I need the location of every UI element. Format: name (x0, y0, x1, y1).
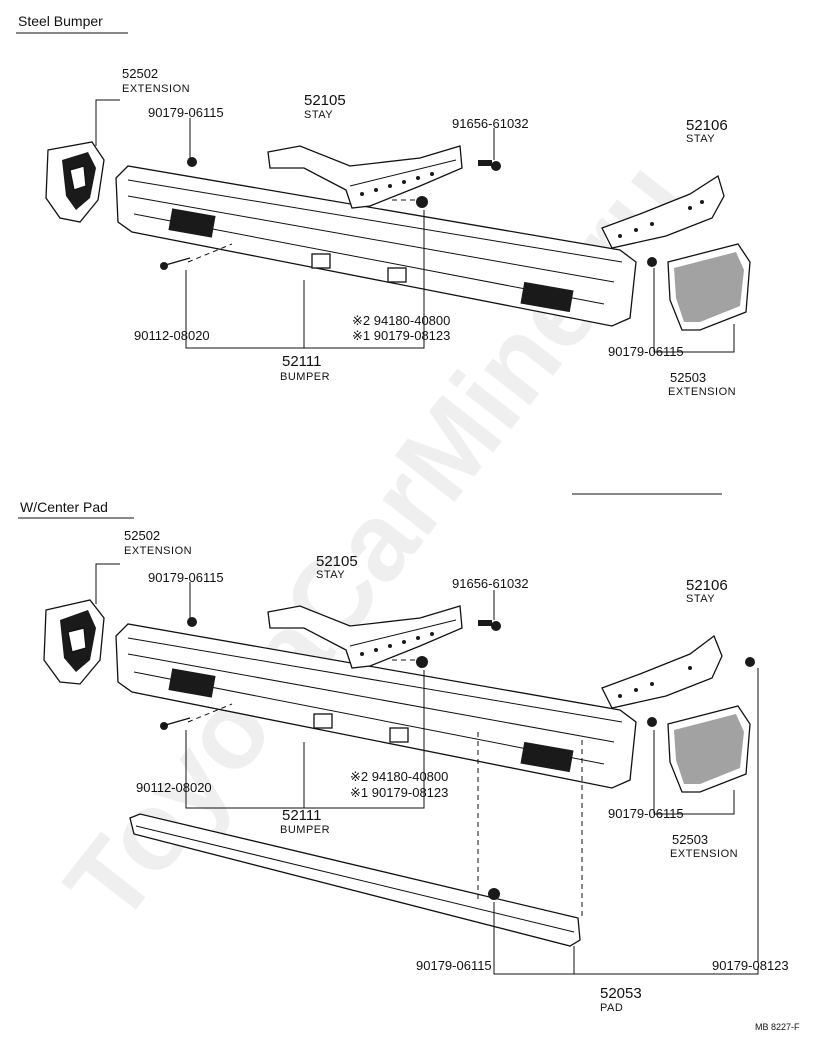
left-extension-part (45, 141, 105, 223)
label-bolt: 91656-61032 (452, 116, 529, 131)
center-pad-section: W/Center Pad (18, 499, 789, 1014)
label-ext-left-name: EXTENSION (122, 83, 190, 95)
fasteners (160, 157, 657, 270)
label-ext-left-no: 52502 (122, 66, 158, 81)
right-extension-part-2 (667, 705, 751, 793)
center-pad-part (129, 813, 581, 947)
label-ext-right-name-2: EXTENSION (670, 848, 738, 860)
label-bumper-name-2: BUMPER (280, 824, 330, 836)
right-stay-part (601, 174, 725, 249)
label-pad-name: PAD (600, 1002, 623, 1014)
right-extension-part (667, 243, 751, 331)
label-pad-nut-left: 90179-06115 (416, 958, 492, 973)
label-stay-right-name: STAY (686, 133, 715, 145)
label-stay-left-no-2: 52105 (316, 553, 358, 570)
label-nut-a-2: ※2 94180-40800 (350, 769, 448, 784)
steel-bumper-section: Steel Bumper (16, 13, 751, 398)
label-nut-left: 90179-06115 (148, 105, 224, 120)
label-nut-b: ※1 90179-08123 (352, 328, 450, 343)
label-screw: 90112-08020 (134, 328, 210, 343)
right-stay-part-2 (601, 634, 723, 709)
label-nut-left-2: 90179-06115 (148, 570, 224, 585)
label-screw-2: 90112-08020 (136, 780, 212, 795)
label-bumper-no-2: 52111 (282, 807, 322, 824)
label-pad-no: 52053 (600, 985, 642, 1002)
label-stay-right-no-2: 52106 (686, 577, 728, 594)
leader-lines-2 (95, 563, 759, 975)
label-stay-right-no: 52106 (686, 117, 728, 134)
steel-labels: 52502 EXTENSION 90179-06115 52105 STAY 9… (122, 66, 736, 398)
left-stay-part (267, 145, 463, 209)
label-stay-right-name-2: STAY (686, 593, 715, 605)
label-ext-right-no-2: 52503 (672, 832, 708, 847)
label-ext-right-name: EXTENSION (668, 386, 736, 398)
leader-lines (95, 99, 735, 353)
label-bumper-no: 52111 (282, 353, 322, 370)
label-stay-left-name: STAY (304, 109, 333, 121)
label-pad-nut-right: 90179-08123 (712, 958, 789, 973)
label-ext-left-no-2: 52502 (124, 528, 160, 543)
label-nut-b-2: ※1 90179-08123 (350, 785, 448, 800)
fasteners-2 (160, 617, 755, 900)
label-ext-right-no: 52503 (670, 370, 706, 385)
label-nut-right: 90179-06115 (608, 344, 684, 359)
left-stay-part-2 (267, 605, 463, 669)
label-bumper-name: BUMPER (280, 371, 330, 383)
label-bolt-2: 91656-61032 (452, 576, 529, 591)
bumper-bar-part-2 (115, 623, 637, 789)
label-ext-left-name-2: EXTENSION (124, 545, 192, 557)
center-pad-labels: 52502 EXTENSION 90179-06115 52105 STAY 9… (124, 528, 789, 1014)
left-extension-part-2 (43, 599, 105, 685)
label-nut-right-2: 90179-06115 (608, 806, 684, 821)
section-title-center-pad: W/Center Pad (20, 499, 108, 515)
figure-code: MB 8227-F (755, 1022, 800, 1032)
label-stay-left-name-2: STAY (316, 569, 345, 581)
label-stay-left-no: 52105 (304, 92, 346, 109)
label-nut-a: ※2 94180-40800 (352, 313, 450, 328)
bumper-bar-part (115, 165, 637, 327)
section-title-steel: Steel Bumper (18, 13, 103, 29)
